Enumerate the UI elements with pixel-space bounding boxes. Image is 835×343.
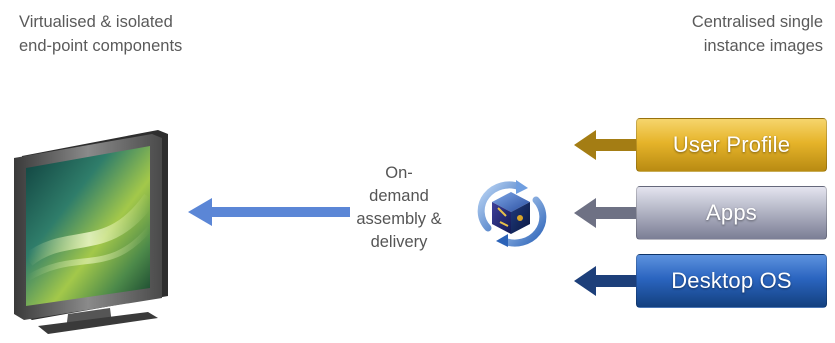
apps-arrow [574,198,644,228]
left-caption-line2: end-point components [19,37,183,55]
user-profile-label: User Profile [672,132,791,157]
user-profile-arrow [574,130,644,160]
assembly-delivery-label: On- demand assembly & delivery [350,162,448,254]
rotating-cube-icon [477,180,547,247]
right-caption-line2: instance images [703,37,823,55]
left-caption: Virtualised & isolated end-point compone… [19,10,182,58]
center-label-line4: delivery [370,233,428,251]
desktop-os-layer: Desktop OS [636,254,827,308]
apps-layer: Apps [636,186,827,240]
right-caption-line1: Centralised single [691,13,823,31]
left-caption-line1: Virtualised & isolated [19,13,173,31]
delivery-arrow [188,198,350,226]
center-label-line3: assembly & [356,210,442,228]
center-label-line1: On- [385,164,413,182]
user-profile-layer: User Profile [636,118,827,172]
right-caption: Centralised single instance images [692,10,823,58]
desktop-os-arrow [574,266,644,296]
monitor-icon [14,130,168,334]
apps-label: Apps [706,200,757,225]
center-label-line2: demand [369,187,429,205]
desktop-os-label: Desktop OS [671,268,792,293]
